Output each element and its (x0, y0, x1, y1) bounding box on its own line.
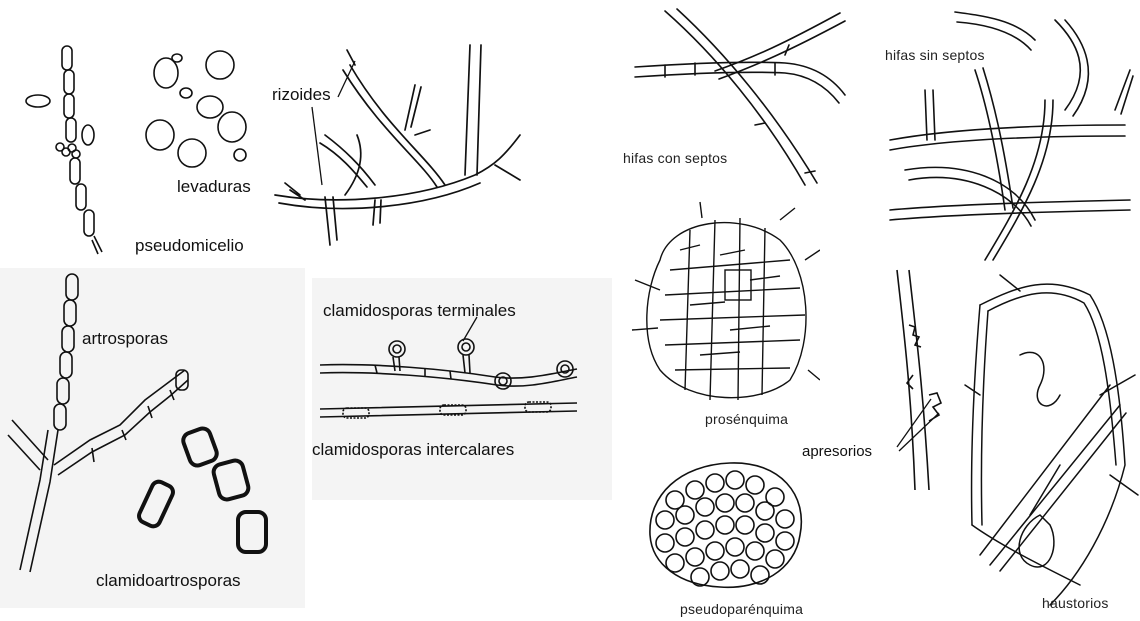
label-pseudoparenquima: pseudoparénquima (680, 602, 803, 616)
clamidoartrosporas-drawing (130, 420, 290, 570)
label-clamidosporas-terminales: clamidosporas terminales (323, 302, 516, 319)
label-clamidosporas-intercalares: clamidosporas intercalares (312, 441, 514, 458)
clamidosporas-drawing (315, 325, 585, 425)
label-prosenquima: prosénquima (705, 412, 788, 426)
label-apresorios: apresorios (802, 444, 872, 459)
label-hifas-con-septos: hifas con septos (623, 151, 727, 165)
rizoides-pointer-lines (300, 55, 360, 195)
label-hifas-sin-septos: hifas sin septos (885, 48, 985, 62)
label-artrosporas: artrosporas (82, 330, 168, 347)
apresorios-pointer-lines (895, 395, 945, 455)
clamidosporas-terminales-pointer (455, 315, 485, 345)
label-clamidoartrosporas: clamidoartrosporas (96, 572, 241, 589)
label-haustorios: haustorios (1042, 596, 1109, 610)
levaduras-drawing (140, 45, 265, 175)
pseudoparenquima-drawing (640, 455, 810, 595)
pseudomicelio-drawing (10, 40, 140, 260)
apresorios-drawing (885, 265, 955, 495)
prosenquima-drawing (630, 200, 820, 415)
label-levaduras: levaduras (177, 178, 251, 195)
haustorios-drawing (960, 265, 1140, 615)
label-pseudomicelio: pseudomicelio (135, 237, 244, 254)
